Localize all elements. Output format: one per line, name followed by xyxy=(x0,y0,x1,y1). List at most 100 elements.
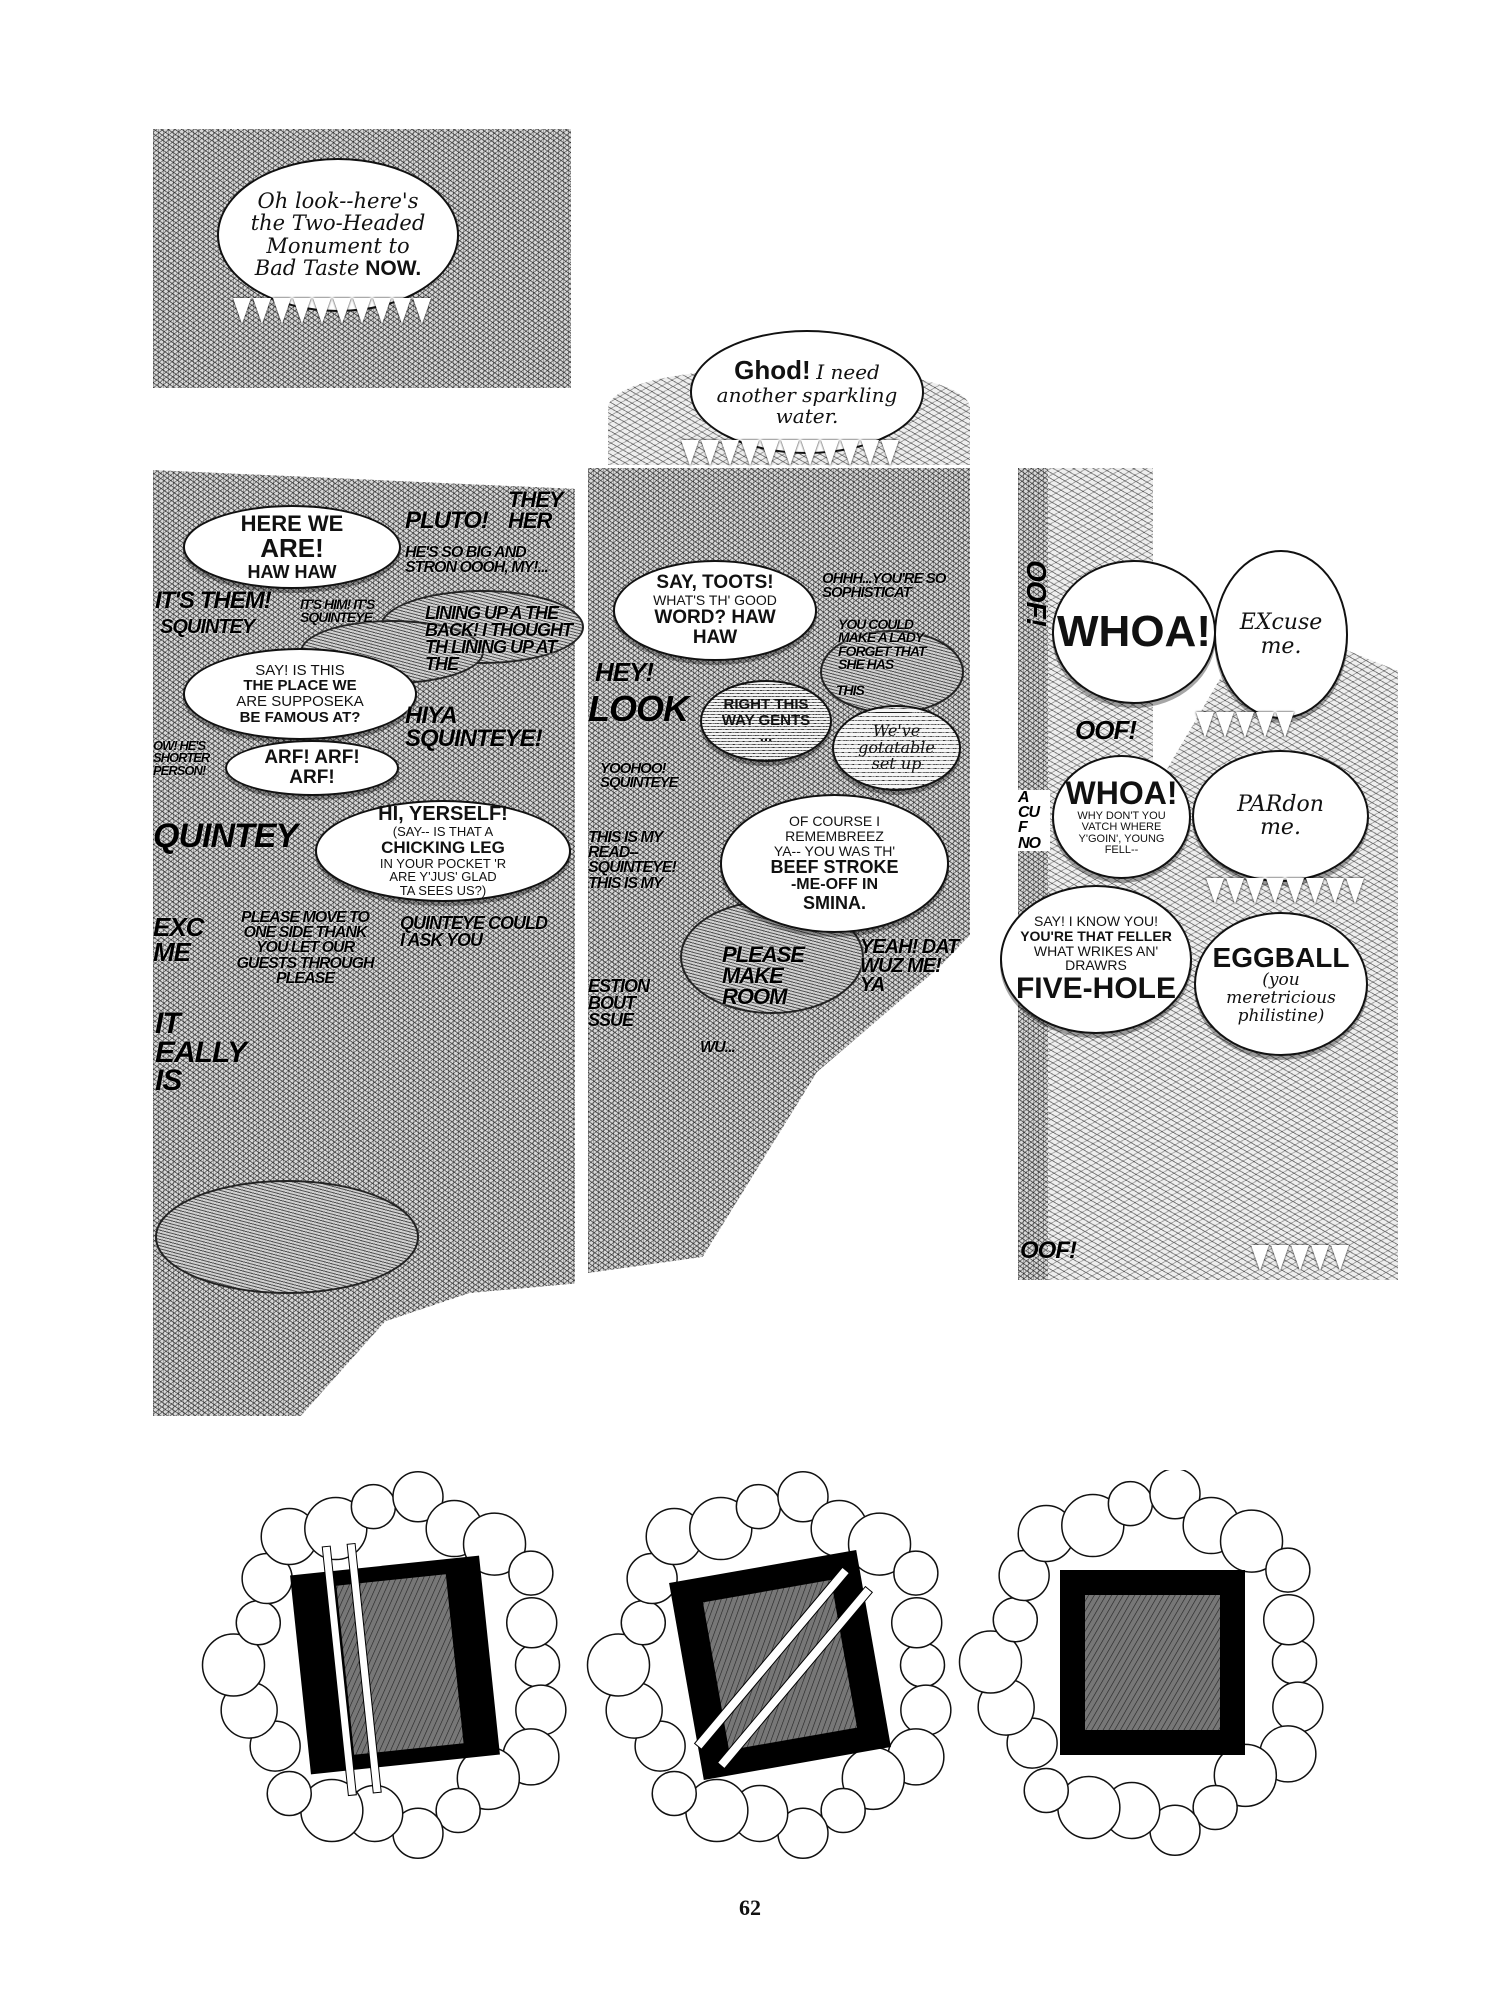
bubble-line: me. xyxy=(1260,815,1301,840)
crowd-head xyxy=(350,1483,397,1530)
crowd-head xyxy=(893,1550,939,1596)
crowd-text: LOOK xyxy=(588,688,689,729)
bubble-line: EXcuse xyxy=(1239,610,1323,636)
crowd-head xyxy=(992,1596,1039,1643)
bubble-line: IN YOUR POCKET 'R xyxy=(379,855,507,871)
crowd-text: SQUINTEY xyxy=(160,616,255,638)
speech-bubble-ghod: Ghod! I need another sparkling water. xyxy=(690,330,924,454)
crowd-head xyxy=(1262,1593,1315,1646)
bubble-line: -ME-OFF IN xyxy=(790,876,879,894)
crowd-head xyxy=(735,1483,782,1530)
bubble-line: THE PLACE WE xyxy=(243,677,357,695)
crowd-head xyxy=(899,1642,946,1688)
bubble-line: WHOA! xyxy=(1057,606,1211,656)
bubble-line: YOU'RE THAT FELLER xyxy=(1020,928,1172,945)
crowd-column-3-strip xyxy=(1018,468,1048,1280)
bubble-fringe xyxy=(1195,712,1295,738)
bubble-line: Y'GOIN', YOUNG xyxy=(1078,832,1165,845)
bubble-line: SMINA. xyxy=(803,892,866,913)
crowd-text: YOU COULD MAKE A LADY FORGET THAT SHE HA… xyxy=(838,616,927,672)
bubble-line: me. xyxy=(1260,633,1302,659)
bubble-fringe xyxy=(1250,1245,1350,1271)
crowd-text: QUINTEYE COULD I ASK YOU xyxy=(400,913,548,951)
crowd-text: THIS xyxy=(836,682,865,698)
crowd-head xyxy=(1265,1547,1311,1593)
crowd-head xyxy=(651,1770,697,1817)
crowd-head xyxy=(777,1470,829,1523)
bubble-line: REMEMBREEZ xyxy=(785,827,884,844)
crowd-text: WU... xyxy=(700,1039,736,1056)
crowd-head xyxy=(1271,1639,1318,1685)
crowd-text: HEY! xyxy=(595,657,654,687)
crowd-text: IT'S HIM! IT'S SQUINTEYE xyxy=(300,596,375,626)
bubble-line: gotatable xyxy=(858,737,935,757)
crowd-head xyxy=(620,1599,667,1646)
crowd-text: OW! HE'S SHORTER PERSON! xyxy=(153,738,210,778)
crowd-text: Ohhh...YOU'RE SO SOPHISTICAT xyxy=(822,570,946,602)
crowd-head xyxy=(586,1633,651,1697)
bubble-line: WHY DON'T YOU xyxy=(1077,809,1166,822)
crowd-text: THIS IS MY READ-- SQUINTEYE! THIS IS MY xyxy=(588,829,677,892)
crowd-text: HE'S SO BIG AND STRON OOOH, MY!... xyxy=(405,544,549,577)
bubble-line: (you xyxy=(1262,969,1300,990)
bubble-line: BE FAMOUS AT? xyxy=(239,708,361,726)
bubble-line: FELL-- xyxy=(1104,844,1139,857)
bubble-line: RIGHT THIS xyxy=(723,696,809,714)
crowd-head xyxy=(900,1684,952,1736)
crowd-head xyxy=(392,1470,444,1523)
speech-bubble-weve-got-a-table: We've gotatable set up xyxy=(832,705,961,791)
bubble-line: meretricious xyxy=(1226,987,1336,1008)
crowd-head xyxy=(235,1599,282,1646)
crowd-text: PLUTO! xyxy=(405,507,489,534)
speech-bubble-here-we-are: HERE WE ARE! HAW HAW xyxy=(183,505,401,589)
crowd-text: YEAH! DAT WUZ ME! YA xyxy=(860,936,959,996)
crowd-text: A CU F NO xyxy=(1018,790,1050,851)
crowd-text: OOF! xyxy=(1020,1237,1077,1264)
speech-bubble-arf: ARF! ARF! ARF! xyxy=(225,740,399,796)
speech-bubble-say-i-know-you: SAY! I KNOW YOU! YOU'RE THAT FELLER WHAT… xyxy=(1000,885,1192,1034)
crowd-text: LINING UP A THE BACK! I THOUGHT TH LININ… xyxy=(425,603,573,675)
crowd-head xyxy=(201,1633,266,1697)
speech-bubble-eggball: EGGBALL (you meretricious philistine) xyxy=(1194,912,1368,1056)
bubble-line: philistine) xyxy=(1237,1005,1325,1026)
crowd-head xyxy=(1272,1681,1324,1733)
bubble-line: SAY! I KNOW YOU! xyxy=(1034,913,1158,930)
bubble-line: WHOA! xyxy=(1065,775,1178,812)
bubble-line: We've xyxy=(872,720,921,740)
crowd-head xyxy=(689,1496,753,1561)
crowd-head xyxy=(1192,1784,1238,1831)
bubble-line: BEEF STROKE xyxy=(770,857,899,878)
bubble-line: (SAY-- IS THAT A xyxy=(392,824,494,840)
crowd-head xyxy=(514,1642,561,1688)
bubble-line: water. xyxy=(775,403,839,428)
bubble-line: WHAT'S TH' GOOD xyxy=(653,592,777,609)
crowd-text: PLEASE MOVE TO ONE SIDE THANK YOU LET OU… xyxy=(236,909,374,987)
crowd-head xyxy=(1061,1493,1125,1558)
bubble-line: ARF! ARF! xyxy=(264,747,360,769)
bubble-fringe xyxy=(1205,878,1365,904)
speech-bubble-hi-yerself: HI, YERSELF! (SAY-- IS THAT A CHICKING L… xyxy=(315,800,571,902)
speech-bubble-say-toots: SAY, TOOTS! WHAT'S TH' GOOD WORD? HAW HA… xyxy=(613,560,817,661)
bubble-line: EGGBALL xyxy=(1212,941,1350,973)
bubble-line: ARE! xyxy=(260,533,324,564)
crowd-head xyxy=(1107,1480,1154,1527)
bubble-line: PARdon xyxy=(1237,791,1324,817)
bottom-panel-3 xyxy=(1060,1570,1245,1755)
bubble-line: set up xyxy=(871,754,922,774)
crowd-head xyxy=(1023,1767,1069,1814)
crowd-text: QUINTEY xyxy=(153,817,298,855)
bubble-line: Oh look--here's xyxy=(257,189,419,214)
speech-bubble-monument: Oh look--here's the Two-Headed Monument … xyxy=(217,158,459,312)
crowd-text: PLEASE MAKE ROOM xyxy=(722,942,805,1009)
bottom-panels xyxy=(201,1470,1324,1860)
bottom-panel-2 xyxy=(669,1550,891,1780)
crowd-head xyxy=(890,1596,943,1649)
crowd-head xyxy=(508,1550,554,1596)
bubble-line: Monument to xyxy=(266,233,410,258)
bubble-line: the Two-Headed xyxy=(250,211,426,236)
bubble-line: TA SEES US?) xyxy=(399,883,487,899)
bubble-line: ARE SUPPOSEKA xyxy=(236,693,364,710)
speech-bubble-excuse-me: EXcuse me. xyxy=(1214,550,1348,719)
bubble-fringe xyxy=(232,298,432,324)
speech-bubble-whoa-2: WHOA! WHY DON'T YOU VATCH WHERE Y'GOIN',… xyxy=(1052,755,1191,879)
